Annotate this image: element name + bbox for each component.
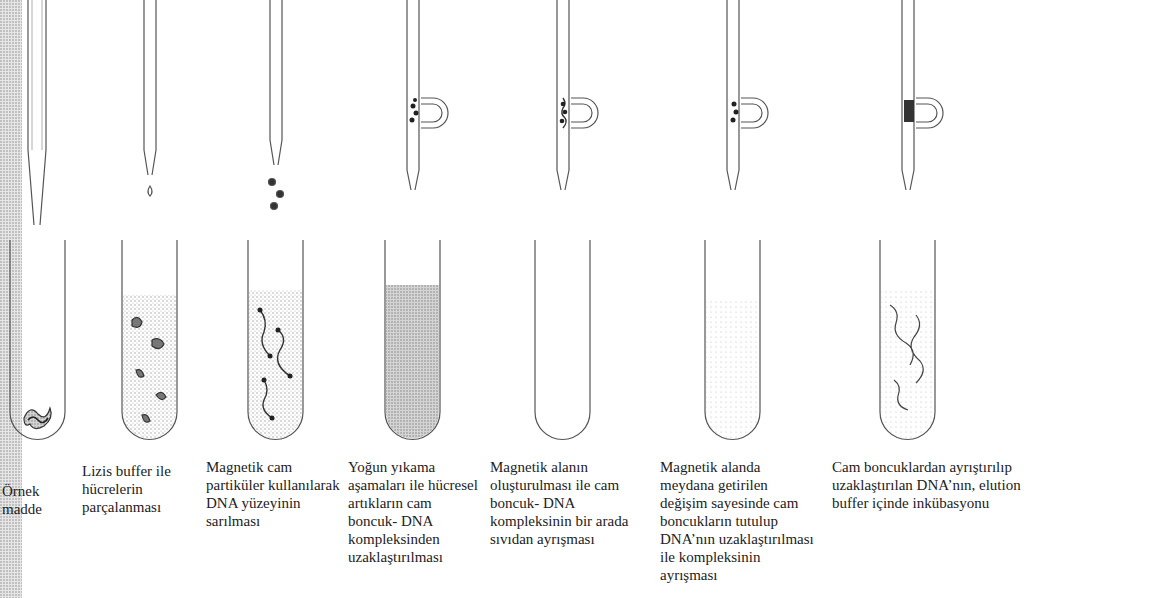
elution-tube bbox=[881, 290, 934, 438]
bead-tube bbox=[260, 310, 290, 418]
wash-tube bbox=[413, 98, 417, 102]
lysis-tube bbox=[122, 240, 177, 439]
sample-tube bbox=[32, 0, 42, 150]
bead-tube bbox=[269, 179, 276, 186]
separation-tube bbox=[705, 0, 768, 439]
bead-tube bbox=[277, 191, 284, 198]
lysis-tube bbox=[144, 0, 156, 175]
bead-tube bbox=[271, 203, 278, 210]
sample-tube bbox=[10, 240, 65, 439]
bead-tube bbox=[249, 290, 302, 438]
wash-tube bbox=[410, 98, 419, 123]
bead-tube bbox=[248, 0, 303, 439]
wash-tube bbox=[386, 285, 439, 438]
bead-tube bbox=[288, 374, 293, 379]
magnet-tube bbox=[535, 0, 598, 439]
wash-tube bbox=[411, 104, 416, 109]
step-caption: Magnetik alanın oluşturulması ile cam bo… bbox=[490, 458, 650, 548]
bead-tube bbox=[268, 354, 273, 359]
wash-tube bbox=[385, 240, 440, 439]
magnet-tube bbox=[561, 102, 566, 107]
bead-tube bbox=[248, 240, 303, 439]
wash-tube bbox=[421, 98, 448, 128]
sample-tube bbox=[10, 0, 65, 439]
wash-tube bbox=[385, 0, 448, 439]
step-caption: Magnetik alanda meydana getirilen değişi… bbox=[660, 458, 818, 584]
step-caption: Örnek madde bbox=[2, 482, 60, 518]
lysis-tube bbox=[132, 317, 166, 422]
step-caption: Yoğun yıkama aşamaları ile hücresel artı… bbox=[348, 458, 482, 566]
magnet-tube bbox=[560, 119, 565, 124]
separation-tube bbox=[731, 102, 739, 123]
wash-tube bbox=[407, 0, 419, 190]
sample-tube bbox=[24, 408, 51, 429]
separation-tube bbox=[734, 110, 739, 115]
bead-tube bbox=[270, 416, 275, 421]
separation-tube bbox=[706, 300, 759, 438]
elution-tube bbox=[916, 98, 943, 128]
separation-tube bbox=[705, 240, 760, 439]
magnet-tube bbox=[560, 102, 568, 124]
wash-tube bbox=[414, 111, 419, 116]
magnet-tube bbox=[557, 0, 569, 190]
magnet-tube bbox=[535, 240, 590, 439]
step-caption: Magnetik cam partiküler kullanılarak DNA… bbox=[206, 458, 342, 530]
elution-tube bbox=[904, 100, 914, 122]
step-caption: Cam boncuklardan ayrıştırılıp uzaklaştır… bbox=[832, 458, 1032, 512]
sample-tube bbox=[28, 0, 46, 225]
elution-tube bbox=[880, 0, 943, 439]
bead-tube bbox=[258, 308, 263, 313]
lysis-tube bbox=[123, 295, 176, 438]
separation-tube bbox=[731, 118, 736, 123]
elution-tube bbox=[880, 240, 935, 439]
step-caption: Lizis buffer ile hücrelerin parçalanması bbox=[82, 462, 194, 516]
bead-tube bbox=[270, 0, 282, 165]
elution-tube bbox=[902, 0, 914, 190]
lysis-tube bbox=[148, 186, 152, 196]
separation-tube bbox=[732, 102, 737, 107]
wash-tube bbox=[410, 118, 415, 123]
separation-tube bbox=[741, 98, 768, 128]
bead-tube bbox=[258, 308, 293, 421]
magnet-tube bbox=[563, 110, 568, 115]
elution-tube bbox=[890, 305, 923, 410]
lysis-tube bbox=[122, 0, 177, 439]
bead-tube bbox=[262, 378, 267, 383]
magnet-tube bbox=[571, 98, 598, 128]
sample-tube bbox=[28, 417, 48, 423]
bead-tube bbox=[276, 328, 281, 333]
separation-tube bbox=[727, 0, 739, 190]
